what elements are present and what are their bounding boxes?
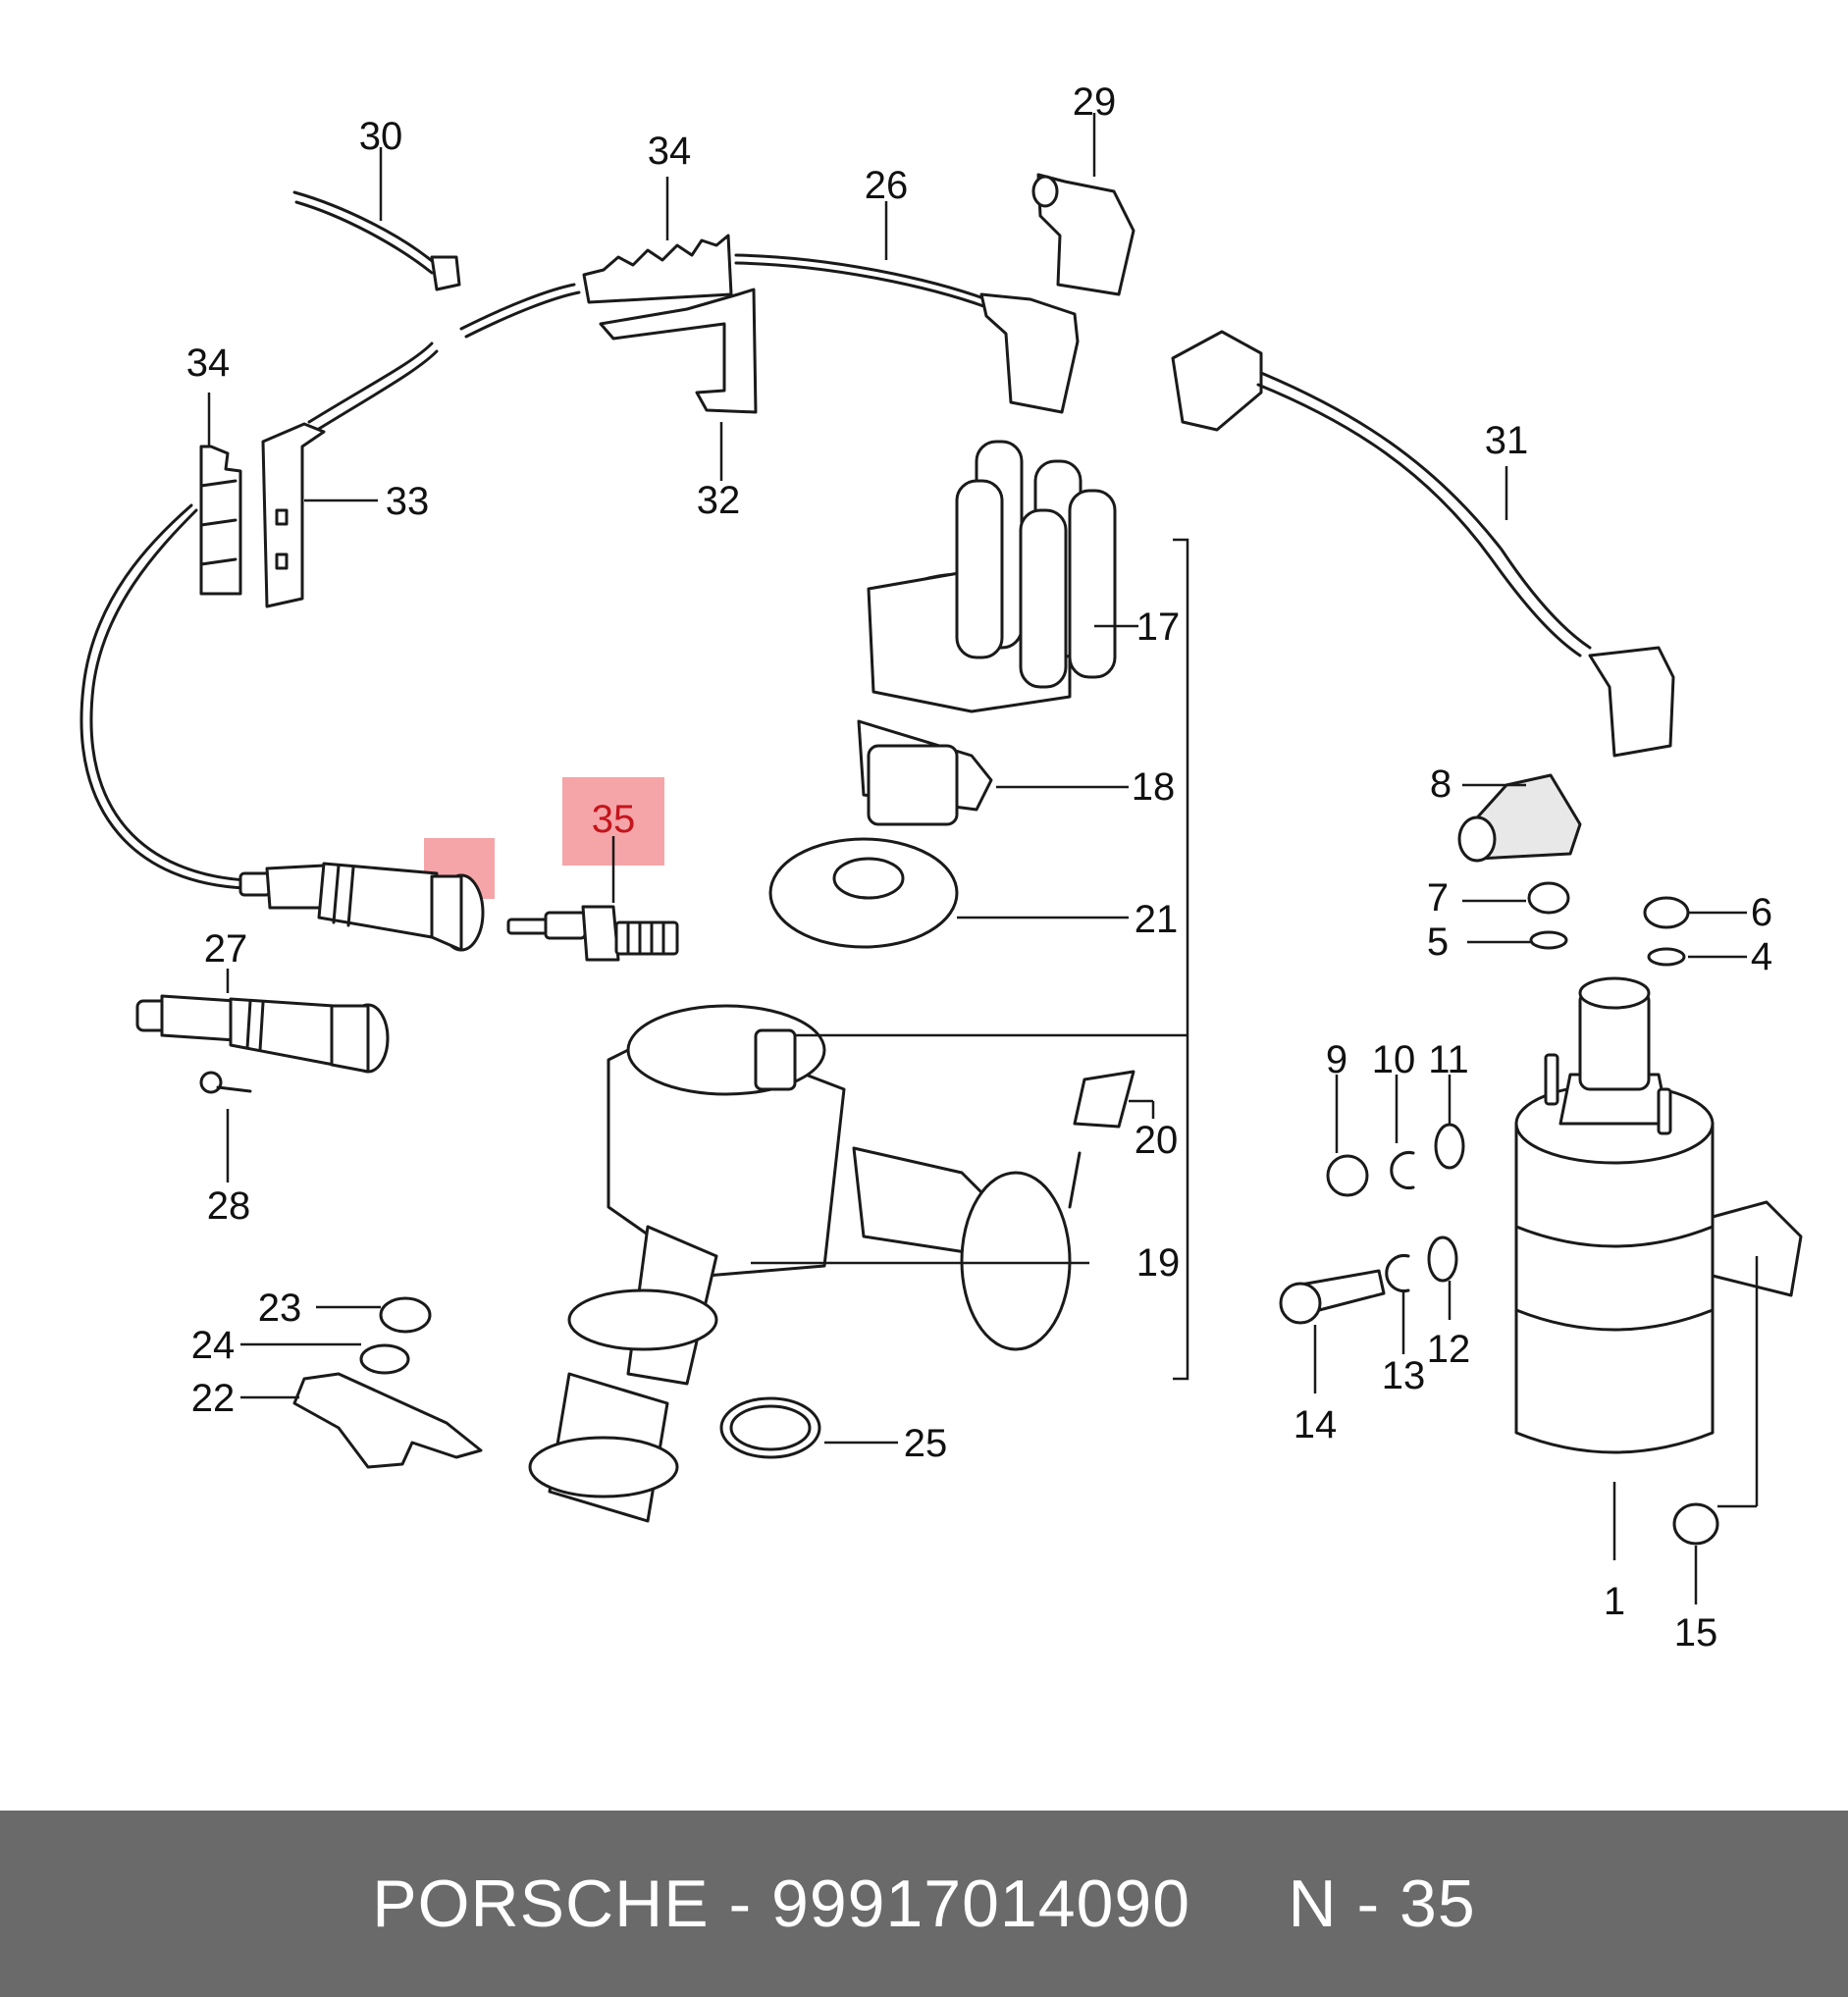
callout-6: 6 (1751, 891, 1772, 934)
callout-12: 12 (1427, 1328, 1471, 1371)
callout-32: 32 (697, 479, 741, 522)
callout-28: 28 (207, 1184, 251, 1228)
callout-31: 31 (1485, 419, 1529, 462)
leader-lines (207, 113, 1759, 1604)
part-number: 99917014090 (771, 1866, 1191, 1941)
callout-24: 24 (191, 1324, 236, 1367)
part-27-connector (135, 994, 390, 1074)
distributor-body (528, 1004, 846, 1523)
part-13-clip (1385, 1254, 1410, 1292)
callout-26: 26 (865, 164, 909, 207)
part-17-distributor-cap (867, 440, 1117, 713)
brand-name: PORSCHE (372, 1866, 710, 1941)
part-9-nut (1326, 1154, 1369, 1197)
callout-13: 13 (1382, 1354, 1426, 1397)
part-20-filter (1073, 1070, 1135, 1129)
callout-25: 25 (904, 1422, 948, 1465)
part-10-clip (1390, 1151, 1415, 1189)
part-4-washer (1647, 947, 1686, 967)
callout-19: 19 (1136, 1241, 1181, 1285)
part-6-nut (1643, 896, 1690, 929)
callout-27: 27 (204, 927, 248, 971)
group-bracket (1173, 538, 1189, 1381)
callout-4: 4 (1751, 935, 1772, 978)
ignition-system-exploded-view: 1 4 5 6 7 8 9 10 11 12 13 14 15 17 18 19… (79, 80, 1803, 1655)
callout-labels: 1 4 5 6 7 8 9 10 11 12 13 14 15 17 18 19… (186, 80, 1772, 1655)
callout-15: 15 (1674, 1611, 1718, 1655)
callout-18: 18 (1132, 765, 1176, 809)
part-34-upper-clip (582, 234, 733, 304)
part-18-rotor (857, 719, 993, 826)
part-34-side-clip (199, 445, 242, 596)
part-23-nut (379, 1296, 432, 1334)
harness-cable (79, 253, 988, 890)
callout-34-side: 34 (186, 342, 231, 385)
part-26-lead-boot (979, 292, 1080, 414)
separator: - (709, 1866, 772, 1941)
callout-35: 35 (592, 798, 636, 841)
spark-plug (506, 905, 679, 962)
part-22-clamp (292, 1372, 483, 1469)
callout-10: 10 (1372, 1038, 1416, 1081)
plug-connector-boot (238, 862, 485, 952)
callout-33: 33 (386, 480, 430, 523)
part-21-dust-shield (768, 837, 959, 949)
part-29-boot (1031, 173, 1135, 296)
part-33-bracket (261, 422, 326, 608)
part-30-cable-tie (292, 190, 461, 291)
part-7-nut (1527, 881, 1570, 915)
part-1-ignition-coil (1514, 976, 1803, 1454)
callout-9: 9 (1326, 1038, 1347, 1081)
part-12-washer (1427, 1235, 1458, 1283)
banner-gap (1190, 1866, 1288, 1941)
callout-11: 11 (1428, 1038, 1469, 1081)
callout-14: 14 (1294, 1403, 1338, 1446)
callout-29: 29 (1073, 80, 1117, 124)
callout-17: 17 (1136, 605, 1181, 649)
callout-34-top: 34 (648, 130, 692, 173)
part-11-washer (1434, 1123, 1465, 1170)
part-15-nut (1672, 1502, 1719, 1546)
part-8-coil-boot (1457, 773, 1582, 863)
banner-text: PORSCHE - 99917014090 N - 35 (0, 1866, 1848, 1942)
callout-21: 21 (1135, 898, 1179, 941)
callout-8: 8 (1430, 762, 1452, 806)
part-25-gasket (719, 1396, 821, 1459)
part-32-bracket (599, 288, 758, 414)
callout-1: 1 (1604, 1580, 1625, 1623)
callout-30: 30 (359, 115, 403, 158)
callout-20: 20 (1135, 1119, 1179, 1162)
part-5-washer (1529, 930, 1568, 950)
callout-5: 5 (1427, 920, 1449, 964)
part-24-washer (359, 1343, 410, 1375)
coil-hardware (1279, 881, 1719, 1546)
part-28-clip (199, 1071, 252, 1094)
part-number-banner: PORSCHE - 99917014090 N - 35 (0, 1811, 1848, 1997)
callout-7: 7 (1427, 876, 1449, 920)
parts-diagram: 1 4 5 6 7 8 9 10 11 12 13 14 15 17 18 19… (79, 80, 1803, 1655)
position-label: N - 35 (1288, 1866, 1476, 1941)
callout-22: 22 (191, 1377, 236, 1420)
callout-23: 23 (258, 1287, 302, 1330)
part-19-vacuum-unit (852, 1146, 1082, 1351)
part-31-coil-lead (1171, 330, 1675, 758)
